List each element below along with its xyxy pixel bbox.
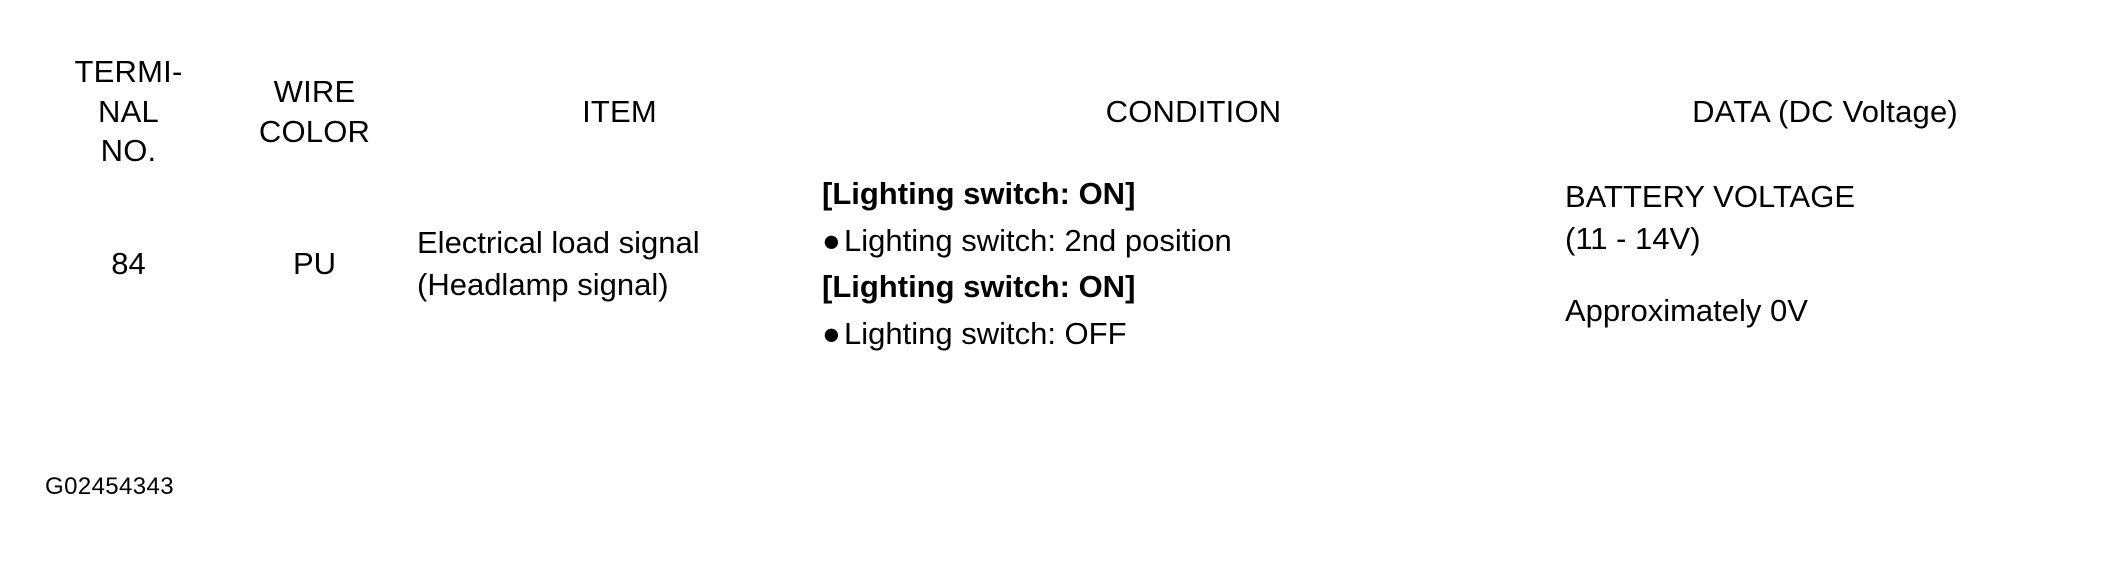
cell-data-line1: BATTERY VOLTAGE bbox=[1565, 178, 1855, 214]
column-header-condition-label: CONDITION bbox=[1105, 93, 1282, 129]
column-header-terminal-no: TERMI- NAL NO. bbox=[45, 52, 212, 171]
cell-item-line1: Electrical load signal bbox=[417, 224, 700, 260]
column-header-terminal-no-line2: NAL bbox=[98, 93, 159, 129]
condition-bullet-item: ●Lighting switch: OFF bbox=[822, 314, 1565, 354]
cell-item: Electrical load signal (Headlamp signal) bbox=[417, 171, 822, 357]
condition-bullet-item: ●Lighting switch: 2nd position bbox=[822, 221, 1565, 261]
cell-wire-color: PU bbox=[292, 246, 337, 282]
condition-bullet-text: Lighting switch: 2nd position bbox=[844, 223, 1232, 259]
cell-data: BATTERY VOLTAGE (11 - 14V) bbox=[1565, 171, 2085, 264]
table-header: TERMI- NAL NO. WIRE COLOR ITEM CONDITION bbox=[45, 52, 2085, 171]
bullet-dot-icon: ● bbox=[822, 223, 841, 259]
table-row: 84 PU Electrical load signal (Headlamp s… bbox=[45, 171, 2085, 302]
condition-title: [Lighting switch: ON] bbox=[822, 268, 1136, 304]
table-body: 84 PU Electrical load signal (Headlamp s… bbox=[45, 171, 2085, 357]
cell-data-line2: (11 - 14V) bbox=[1565, 220, 1701, 256]
header-row: TERMI- NAL NO. WIRE COLOR ITEM CONDITION bbox=[45, 52, 2085, 171]
cell-data: Approximately 0V bbox=[1565, 264, 2085, 357]
column-header-item: ITEM bbox=[417, 52, 822, 171]
bullet-dot-icon: ● bbox=[822, 316, 841, 352]
column-header-wire-color-line2: COLOR bbox=[258, 113, 371, 149]
cell-terminal-no: 84 bbox=[111, 246, 146, 282]
column-header-terminal-no-line3: NO. bbox=[100, 133, 157, 169]
column-header-terminal-no-line1: TERMI- bbox=[74, 54, 183, 89]
table-row: [Lighting switch: ON] ●Lighting switch: … bbox=[45, 264, 2085, 357]
column-header-data: DATA (DC Voltage) bbox=[1565, 52, 2085, 171]
condition-bullet-text: Lighting switch: OFF bbox=[844, 316, 1127, 352]
figure-code: G02454343 bbox=[45, 473, 175, 500]
cell-condition: [Lighting switch: ON] ●Lighting switch: … bbox=[822, 264, 1565, 357]
column-header-item-label: ITEM bbox=[582, 93, 657, 129]
cell-condition: [Lighting switch: ON] ●Lighting switch: … bbox=[822, 171, 1565, 264]
terminal-data-table-wrapper: TERMI- NAL NO. WIRE COLOR ITEM CONDITION bbox=[45, 52, 2085, 357]
terminal-data-table: TERMI- NAL NO. WIRE COLOR ITEM CONDITION bbox=[45, 52, 2085, 357]
cell-item-line2: (Headlamp signal) bbox=[417, 267, 669, 303]
column-header-condition: CONDITION bbox=[822, 52, 1565, 171]
column-header-data-label: DATA (DC Voltage) bbox=[1692, 93, 1958, 129]
cell-data-line1: Approximately 0V bbox=[1565, 292, 1808, 328]
column-header-wire-color-line1: WIRE bbox=[273, 73, 356, 109]
column-header-wire-color: WIRE COLOR bbox=[212, 52, 417, 171]
condition-title: [Lighting switch: ON] bbox=[822, 175, 1136, 211]
